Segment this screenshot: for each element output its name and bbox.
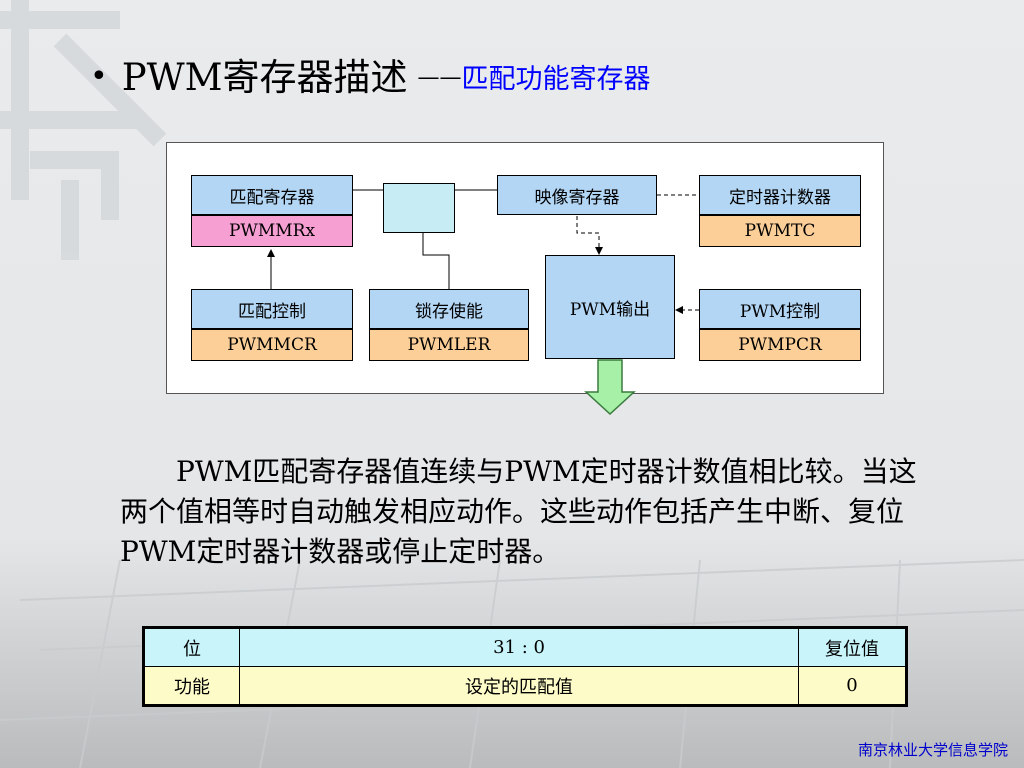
- description-paragraph: PWM匹配寄存器值连续与PWM定时器计数值相比较。当这两个值相等时自动触发相应动…: [120, 452, 920, 572]
- timer-counter-label: 定时器计数器: [699, 175, 861, 215]
- cell-reset-value: 0: [798, 666, 907, 706]
- table-row: 功能 设定的匹配值 0: [143, 666, 907, 706]
- title-main: PWM寄存器描述: [121, 56, 408, 99]
- cell-function-value: 设定的匹配值: [239, 666, 799, 706]
- shadow-register: 映像寄存器: [497, 175, 657, 215]
- match-register-label: 匹配寄存器: [191, 175, 353, 215]
- latch-switch: [383, 183, 455, 233]
- pwm-control-label: PWM控制: [699, 289, 861, 329]
- table-header-row: 位 31 : 0 复位值: [143, 627, 907, 667]
- title-bullet: •: [90, 59, 108, 94]
- pwm-control-name: PWMPCR: [699, 329, 861, 361]
- title-subtitle: 匹配功能寄存器: [461, 64, 651, 95]
- title-dash: ——: [417, 65, 462, 90]
- match-control-name: PWMMCR: [191, 329, 353, 361]
- pwm-output: PWM输出: [545, 255, 675, 359]
- register-diagram: 匹配寄存器 PWMMRx 映像寄存器 定时器计数器 PWMTC 匹配控制 PWM…: [166, 142, 884, 394]
- match-control-label: 匹配控制: [191, 289, 353, 329]
- match-register-name: PWMMRx: [191, 215, 353, 247]
- latch-enable-label: 锁存使能: [369, 289, 529, 329]
- register-table: 位 31 : 0 复位值 功能 设定的匹配值 0: [142, 626, 908, 707]
- cell-function-label: 功能: [143, 666, 240, 706]
- timer-counter-name: PWMTC: [699, 215, 861, 247]
- output-arrow-icon: [584, 359, 636, 416]
- latch-enable-name: PWMLER: [369, 329, 529, 361]
- header-bit: 位: [143, 627, 240, 667]
- header-reset: 复位值: [798, 627, 907, 667]
- header-range: 31 : 0: [239, 627, 799, 667]
- footer-institution: 南京林业大学信息学院: [857, 741, 1008, 759]
- slide-title: • PWM寄存器描述 ——匹配功能寄存器: [90, 52, 651, 105]
- description-text: PWM匹配寄存器值连续与PWM定时器计数值相比较。当这两个值相等时自动触发相应动…: [120, 455, 917, 568]
